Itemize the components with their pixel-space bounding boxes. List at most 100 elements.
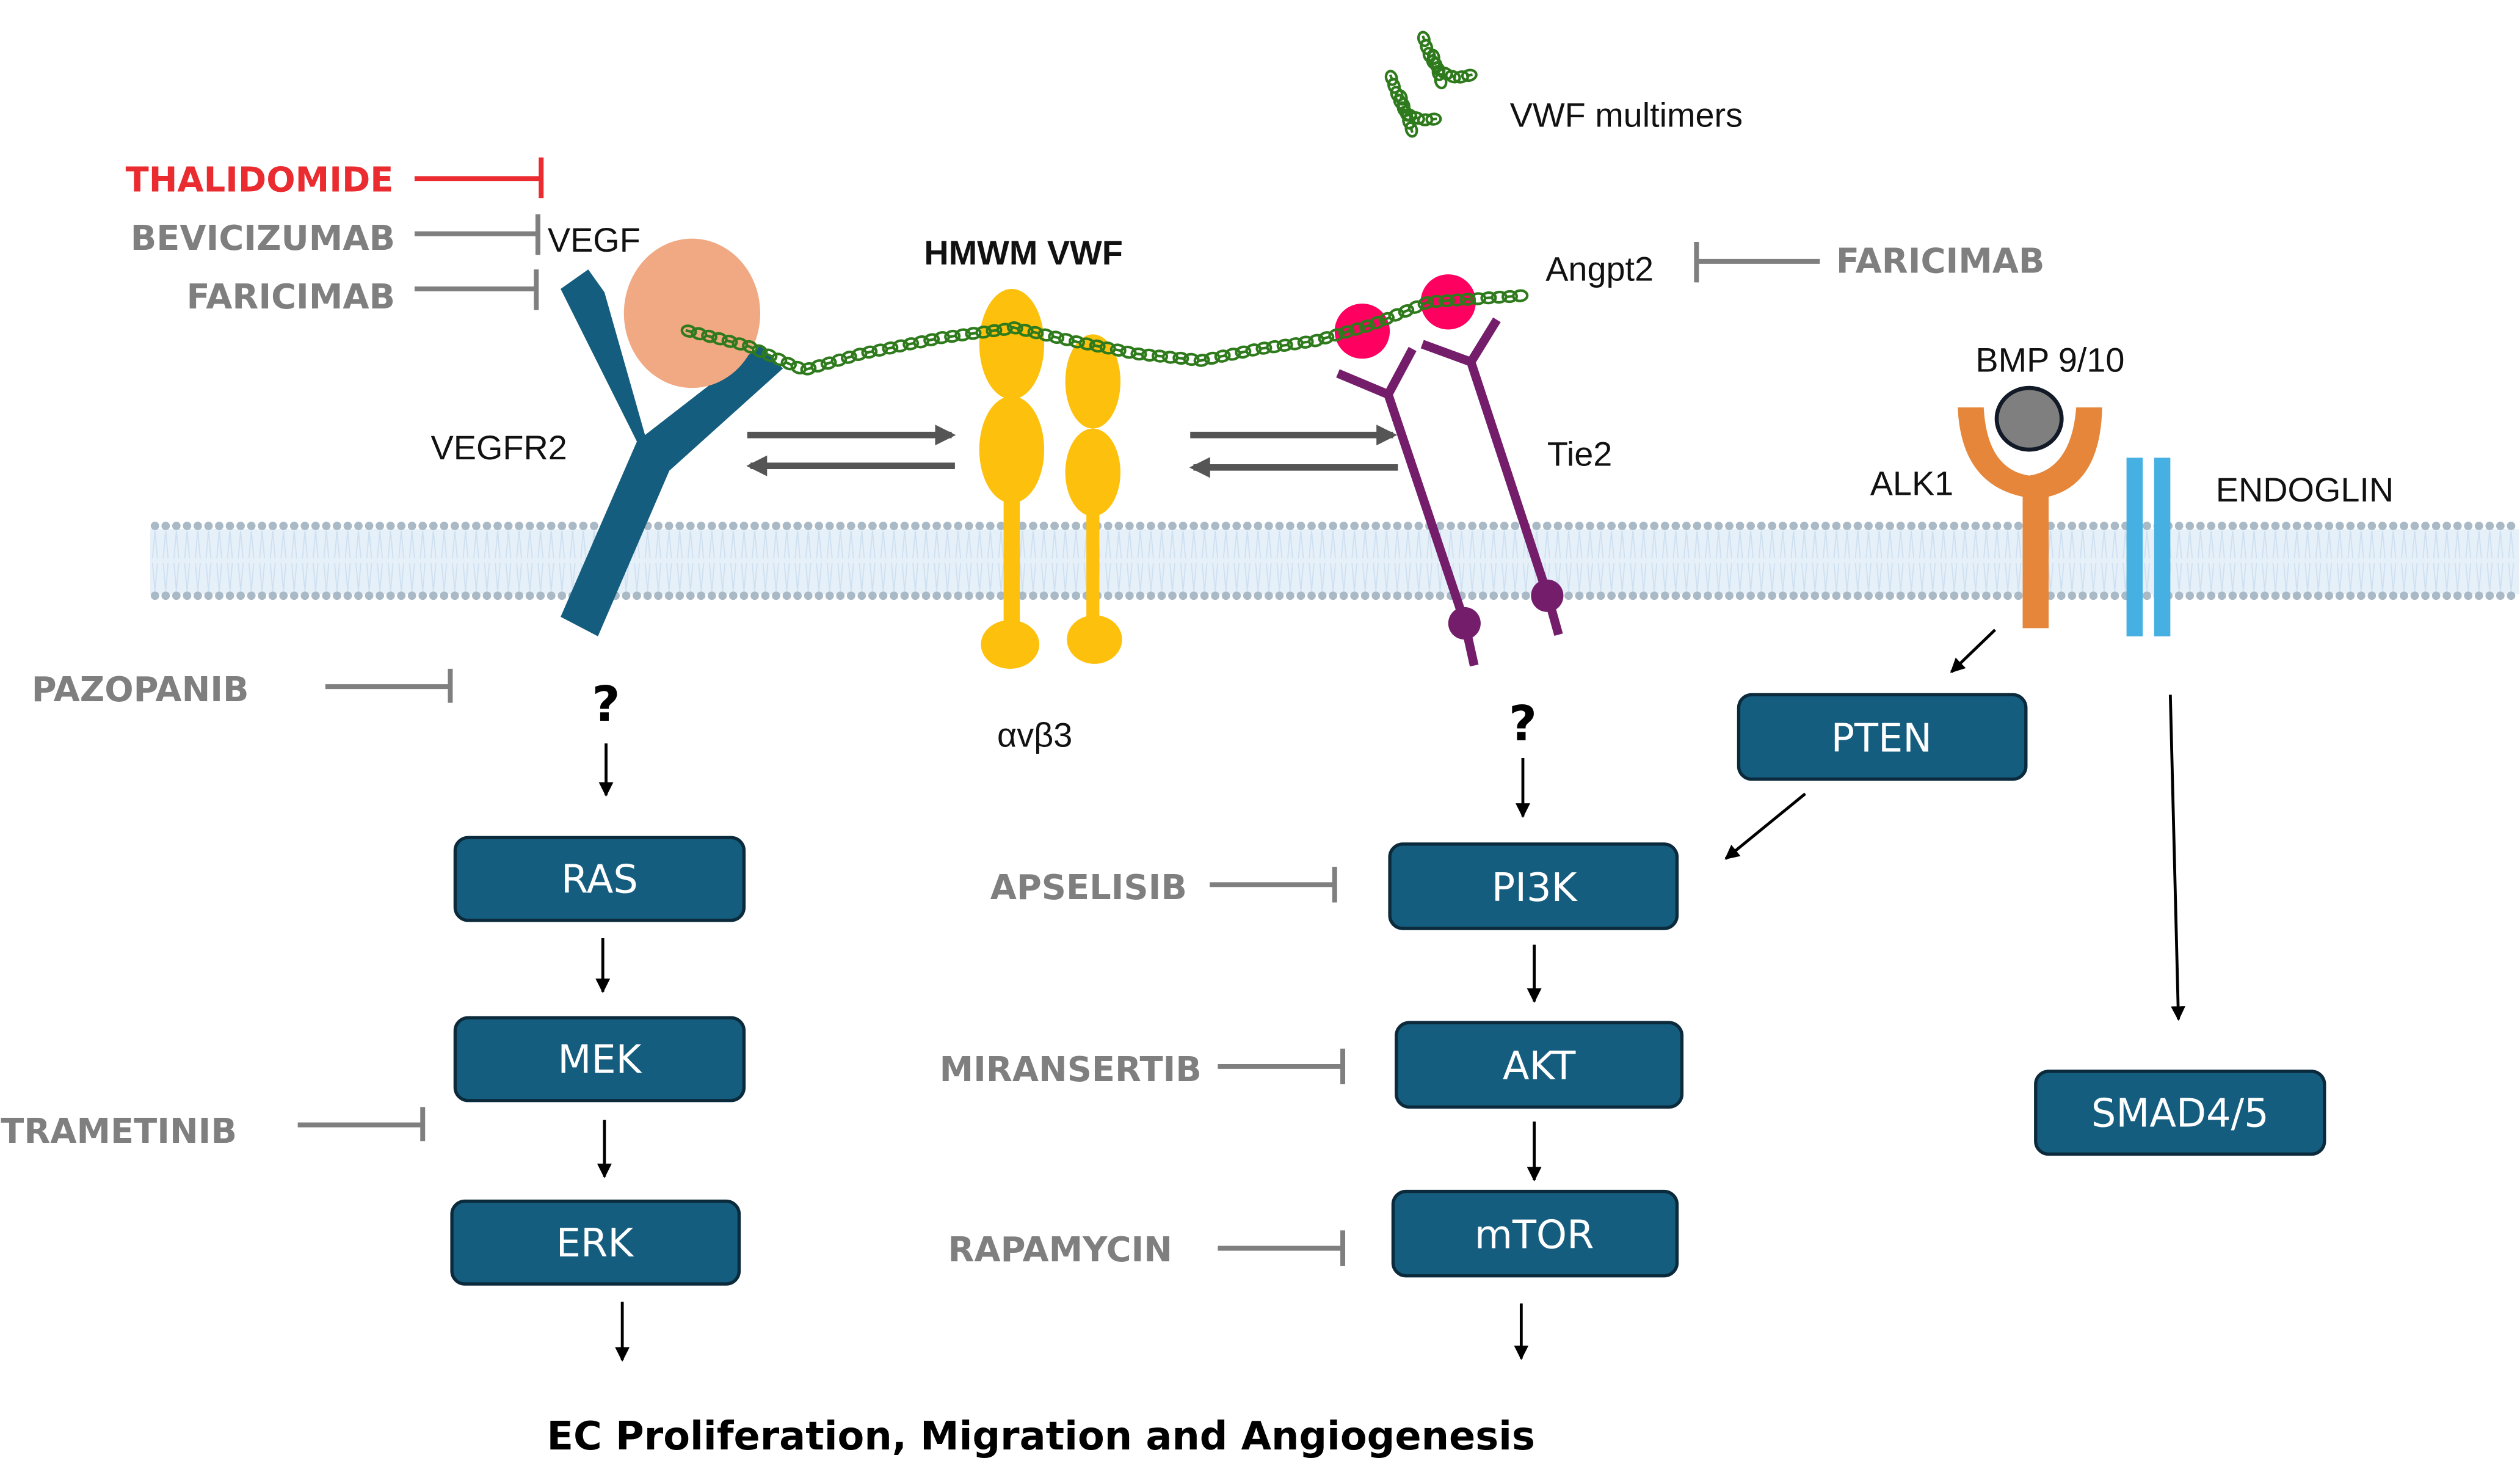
lipid-head [2314,591,2323,600]
lipid-head [2325,591,2334,600]
lipid-head [2003,522,2012,530]
lipid-head [2496,522,2505,530]
vwf-chain-link [721,335,738,348]
lipid-head [1500,522,1509,530]
lipid-head [589,522,598,530]
vegf-label: VEGF [548,221,641,259]
vwf-link-ring [1027,326,1044,340]
lipid-tail [1705,530,1711,591]
lipid-tail [1340,530,1347,591]
lipid-head [2282,522,2290,530]
lipid-tail [2240,530,2246,591]
node-pten: PTEN [1737,693,2028,781]
lipid-tail [1919,530,1925,591]
vwf-link-bar [1053,335,1060,340]
drug-trametinib: TRAMETINIB [1,1112,237,1151]
lipid-head [782,522,791,530]
lipid-head [1982,522,1991,530]
integrin-alpha-domain-1 [979,289,1045,399]
vwf-link-ring [1204,351,1221,365]
lipid-tail [1908,530,1915,591]
lipid-head [2196,522,2205,530]
lipid-tail [1244,530,1251,591]
lipid-head [1189,522,1198,530]
lipid-head [1671,591,1680,600]
lipid-head [997,522,1006,530]
lipid-tail [280,530,287,591]
vwf-chain-link [1193,354,1210,367]
lipid-tail [934,530,940,591]
vwf-link-ring [1429,56,1443,73]
lipid-tail [1994,530,2000,591]
arrow-alk1-to-pten [1950,629,1996,673]
arrow-pten-to-pi3k [1724,792,1806,860]
vwf-link-bar [866,350,873,354]
lipid-head [1350,522,1359,530]
ras-box [453,836,746,922]
lipid-head [2474,522,2483,530]
lipid-head [2421,591,2430,600]
vwf-chain-link [975,326,992,339]
vwf-chain-link [1480,291,1497,305]
lipid-head [2078,591,2087,600]
vwf-link-ring [752,344,768,358]
lipid-tail [462,530,469,591]
lipid-tail [1597,530,1604,591]
vwf-chain-link [1402,113,1416,130]
lipid-head [2442,591,2452,600]
lipid-head [1950,591,1959,600]
lipid-head [2485,591,2494,600]
lipid-head [1221,591,1230,600]
lipid-head [1714,522,1723,530]
tie2-label: Tie2 [1547,435,1612,473]
lipid-head [1489,522,1498,530]
vwf-chain-link [1297,335,1314,349]
lipid-head [2367,591,2377,600]
vwf-link-ring [944,329,961,343]
vwf-link-ring [1109,343,1127,357]
smad-label: SMAD4/5 [2091,1091,2269,1136]
lipid-tail [1961,530,1968,591]
lipid-head [1671,522,1680,530]
lipid-head [1639,522,1648,530]
lipid-head [1318,522,1327,530]
vwf-link-bar [1240,350,1247,354]
lipid-tail [312,530,319,591]
lipid-head [279,522,288,530]
lipid-tail [184,530,191,591]
drug-apselisib: APSELISIB [990,868,1187,908]
lipid-head [1629,591,1638,600]
lipid-head [1103,591,1113,600]
vwf-link-bar [1422,301,1429,306]
lipid-head [943,522,952,530]
vwf-link-bar [970,332,977,335]
vwf-link-ring [913,335,930,349]
vwf-link-ring [830,353,848,367]
lipid-head [1243,522,1252,530]
vwf-link-bar [1157,354,1164,358]
vwf-link-ring [1276,338,1293,352]
lipid-head [1886,591,1895,600]
lipid-head [365,522,374,530]
vwf-link-ring [1491,290,1508,304]
node-ras: RAS [453,836,746,922]
lipid-tail [698,530,705,591]
lipid-head [1832,522,1841,530]
lipid-tail [762,530,769,591]
lipid-head [258,591,267,600]
vwf-link-ring [1420,38,1434,56]
lipid-head [407,522,416,530]
lipid-head [1575,522,1584,530]
lipid-head [1660,591,1669,600]
lipid-head [2378,591,2387,600]
lipid-head [857,591,866,600]
lipid-head [2068,591,2077,600]
lipid-head [1607,522,1616,530]
lipid-tail [1276,530,1283,591]
lipid-tail [1040,530,1047,591]
lipid-head [997,591,1006,600]
lipid-tail [1683,530,1690,591]
lipid-tail [1415,530,1422,591]
lipid-head [846,522,855,530]
lipid-head [268,591,277,600]
